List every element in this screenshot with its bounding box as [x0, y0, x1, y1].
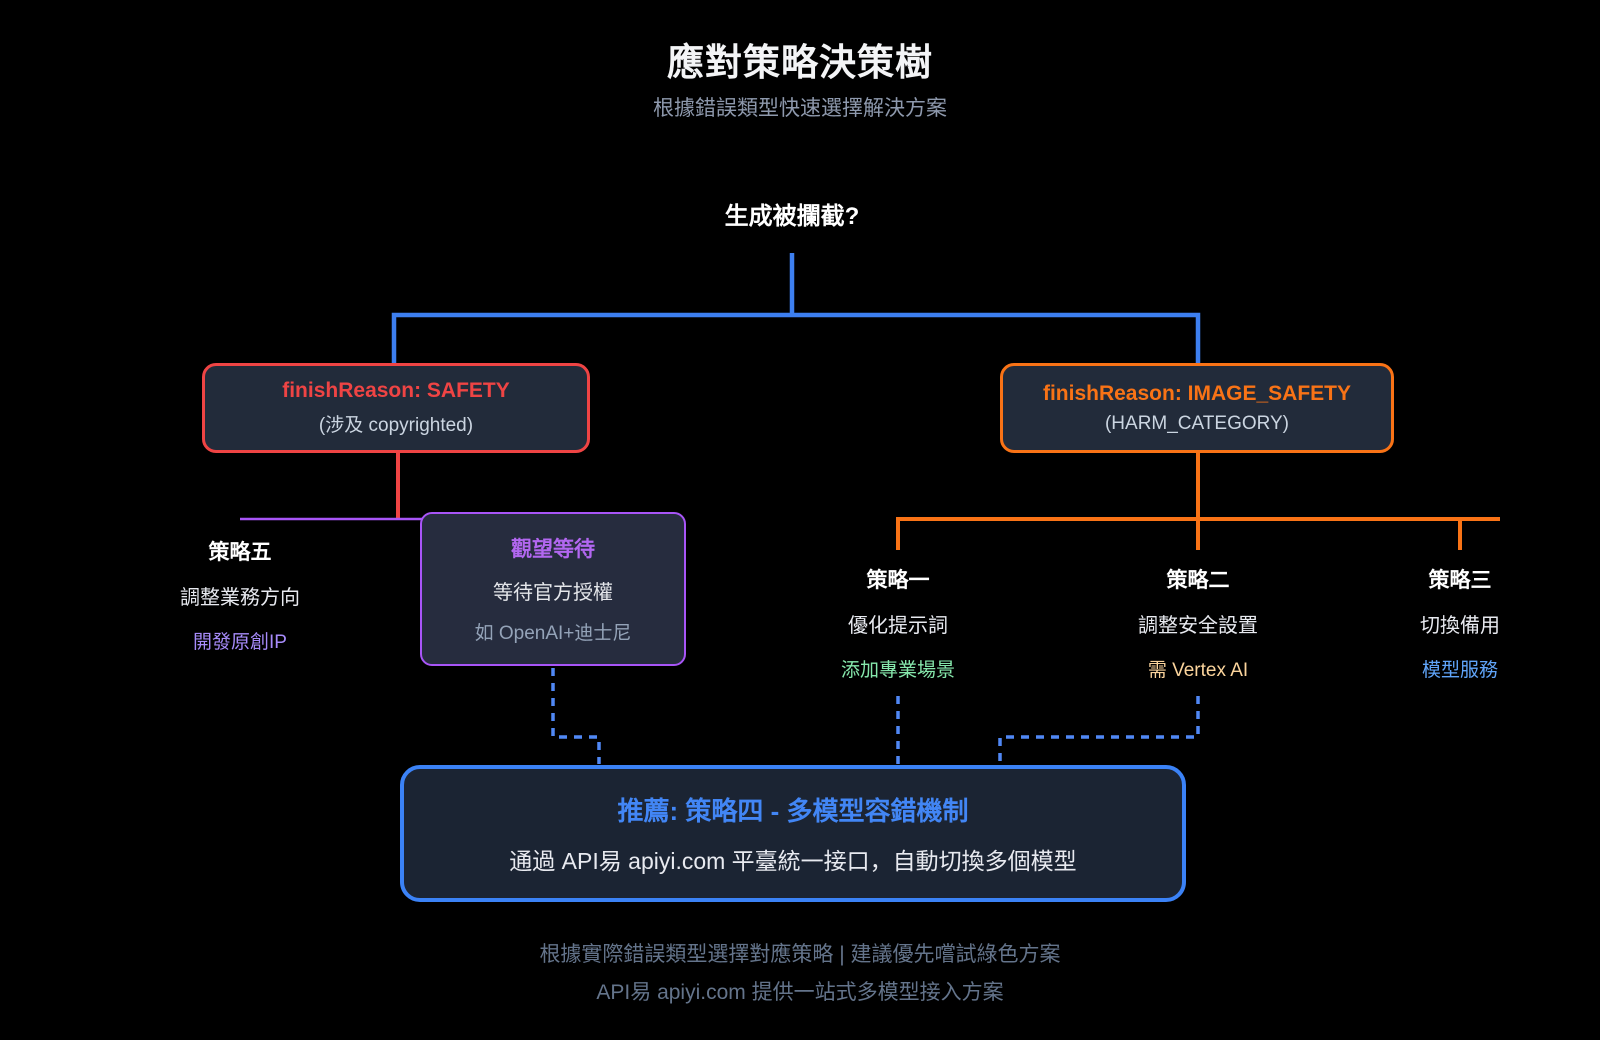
connector-imagesafety-split	[896, 452, 1500, 550]
strategy2-line1: 調整安全設置	[1138, 615, 1258, 637]
strategy1-line2: 添加專業場景	[840, 660, 956, 681]
strategy5-title: 策略五	[208, 541, 272, 564]
footer-note-line1: 根據實際錯誤類型選擇對應策略 | 建議優先嚐試綠色方案	[539, 943, 1061, 966]
strategy3-line2: 模型服務	[1421, 660, 1498, 681]
wait-node-title: 觀望等待	[511, 538, 595, 561]
connector-root-split	[391, 253, 1201, 366]
page-title: 應對策略決策樹	[667, 42, 933, 83]
recommendation-title: 推薦: 策略四 - 多模型容錯機制	[617, 796, 969, 826]
root-question: 生成被攔截?	[724, 203, 860, 230]
strategy2-title: 策略二	[1166, 569, 1230, 592]
page-subtitle: 根據錯誤類型快速選擇解決方案	[653, 97, 947, 120]
node-finishreason-safety: finishReason: SAFETY (涉及 copyrighted)	[202, 363, 590, 453]
node-strategy5: 策略五 調整業務方向 開發原創IP	[180, 536, 300, 654]
node-strategy3: 策略三 切換備用 模型服務	[1420, 564, 1500, 682]
connector-dashed-wait-to-recommend	[551, 668, 601, 764]
node-strategy2: 策略二 調整安全設置 需 Vertex AI	[1138, 564, 1258, 682]
node-strategy1: 策略一 優化提示詞 添加專業場景	[841, 564, 955, 682]
node-finishreason-image-safety: finishReason: IMAGE_SAFETY (HARM_CATEGOR…	[1000, 363, 1394, 453]
node-recommendation: 推薦: 策略四 - 多模型容錯機制 通過 API易 apiyi.com 平臺統一…	[400, 765, 1186, 902]
recommendation-subtitle: 通過 API易 apiyi.com 平臺統一接口，自動切換多個模型	[509, 848, 1077, 874]
safety-node-subtitle: (涉及 copyrighted)	[318, 415, 474, 436]
strategy1-line1: 優化提示詞	[847, 615, 948, 637]
wait-node-line2: 如 OpenAI+迪士尼	[474, 623, 632, 644]
strategy5-line2: 開發原創IP	[193, 632, 287, 653]
safety-node-title: finishReason: SAFETY	[282, 379, 510, 402]
node-wait-and-see: 觀望等待 等待官方授權 如 OpenAI+迪士尼	[420, 512, 686, 666]
strategy3-title: 策略三	[1428, 569, 1492, 592]
strategy2-line2: 需 Vertex AI	[1147, 660, 1249, 681]
strategy1-title: 策略一	[866, 569, 930, 592]
wait-node-line1: 等待官方授權	[493, 582, 613, 604]
image-safety-node-title: finishReason: IMAGE_SAFETY	[1042, 381, 1352, 405]
strategy5-line1: 調整業務方向	[180, 587, 300, 609]
image-safety-node-subtitle: (HARM_CATEGORY)	[1104, 412, 1290, 434]
strategy3-line1: 切換備用	[1420, 615, 1500, 637]
footer-note-line2: API易 apiyi.com 提供一站式多模型接入方案	[596, 981, 1004, 1004]
connector-dashed-strategy2-to-recommend	[998, 696, 1200, 764]
